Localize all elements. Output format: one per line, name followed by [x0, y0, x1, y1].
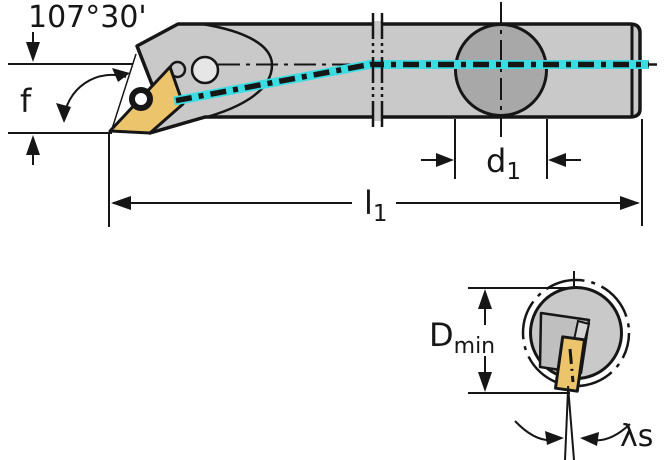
- angle-label: 107°30': [28, 0, 147, 35]
- dimension-lambda-s: λs: [514, 385, 653, 460]
- f-label: f: [20, 82, 32, 120]
- lead-angle-edge-line: [110, 53, 137, 133]
- clamp-boss-circle: [190, 55, 220, 85]
- break-gap-top: [374, 21, 381, 28]
- dmin-arrow-up: [478, 289, 492, 309]
- l1-label: l1: [364, 184, 388, 227]
- dimension-l1: l1: [108, 119, 643, 227]
- insert-slot-line: [568, 348, 575, 383]
- coolant-dashes-angled: [175, 62, 369, 104]
- l1-arrow-right: [620, 196, 640, 210]
- insert-axis-line: [564, 389, 569, 460]
- d1-label: d1: [486, 142, 521, 185]
- break-lines: [371, 13, 384, 130]
- f-arrow-down: [26, 42, 40, 62]
- dimension-d1: d1: [421, 119, 581, 185]
- break-gap-bottom: [374, 113, 381, 121]
- d1-arrow-right: [548, 153, 566, 167]
- dimension-f: f: [8, 32, 133, 165]
- insert-edge-view: [554, 335, 586, 393]
- angle-arrow-upper: [112, 68, 130, 82]
- l1-arrow-left: [111, 196, 131, 210]
- lambda-arrow-right: [580, 432, 599, 446]
- f-arrow-up: [26, 135, 40, 155]
- dmin-arrow-down: [478, 372, 492, 392]
- dimension-lead-angle: 107°30': [28, 0, 147, 123]
- side-view: f 107°30' d1 l1: [8, 0, 657, 227]
- dmin-label: Dmin: [429, 316, 495, 359]
- coolant-channel: [173, 60, 649, 106]
- lambda-label: λs: [620, 419, 653, 454]
- end-view: λs Dmin: [429, 271, 653, 460]
- d1-arrow-left: [436, 153, 454, 167]
- vertical-reference-line: [567, 385, 575, 460]
- angle-arrow-lower: [56, 103, 71, 123]
- dimension-dmin: Dmin: [429, 287, 572, 394]
- indexable-insert: [108, 65, 185, 135]
- lambda-arrow-left: [545, 431, 564, 445]
- insert-hole: [129, 87, 153, 111]
